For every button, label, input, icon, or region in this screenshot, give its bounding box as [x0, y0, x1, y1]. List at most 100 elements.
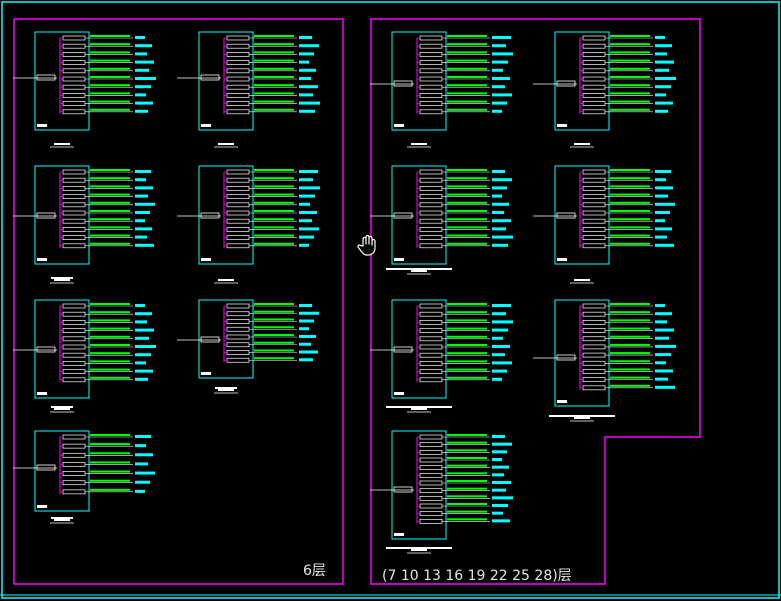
- circuit-spec-mark: [90, 59, 130, 62]
- panel-frame: [391, 165, 447, 265]
- panel-caption: [50, 406, 74, 413]
- main-breaker: [200, 212, 220, 219]
- panel-caption: [214, 387, 238, 394]
- circuit-spec-mark: [610, 319, 650, 322]
- load-description-mark: [655, 219, 665, 223]
- load-description-mark: [492, 211, 504, 214]
- circuit-spec-mark: [447, 495, 487, 498]
- circuit-spec-mark: [610, 384, 650, 387]
- load-description-mark: [135, 68, 149, 72]
- circuit-spec-mark: [90, 193, 130, 196]
- circuit-spec-mark: [610, 100, 650, 103]
- caption-text-mark: [411, 143, 427, 145]
- load-description-mark: [299, 109, 315, 113]
- load-description-mark: [299, 194, 315, 198]
- circuit-spec-mark: [254, 51, 294, 54]
- panel-tag-mark: [201, 372, 211, 375]
- panel-caption: [407, 143, 431, 148]
- load-description-mark: [135, 60, 154, 64]
- load-description-mark: [492, 243, 508, 247]
- load-description-mark: [299, 342, 311, 346]
- main-breaker: [393, 212, 413, 219]
- main-breaker: [200, 74, 220, 81]
- load-description-mark: [135, 227, 152, 231]
- load-description-mark: [492, 202, 509, 206]
- circuit-spec-mark: [447, 510, 487, 513]
- circuit-spec-mark: [610, 311, 650, 314]
- distribution-panel: [370, 31, 513, 131]
- circuit-spec-mark: [90, 84, 130, 87]
- caption-text-mark: [54, 519, 70, 521]
- load-description-mark: [655, 52, 667, 56]
- main-breaker: [36, 346, 56, 353]
- caption-title-mark: [51, 406, 73, 408]
- distribution-panel: [370, 299, 513, 399]
- panel-tag-mark: [557, 124, 567, 127]
- caption-text-mark: [54, 408, 70, 410]
- circuit-spec-mark: [447, 311, 487, 314]
- circuit-spec-mark: [90, 434, 130, 436]
- circuit-spec-mark: [447, 480, 487, 482]
- circuit-spec-mark: [447, 335, 487, 338]
- panel-frame: [554, 299, 610, 407]
- circuit-spec-mark: [447, 201, 487, 204]
- panel-caption: [386, 268, 452, 275]
- distribution-panel: [177, 299, 319, 379]
- circuit-spec-mark: [90, 43, 130, 46]
- caption-text-mark: [218, 279, 234, 281]
- circuit-spec-mark: [447, 242, 487, 245]
- caption-text-mark: [54, 143, 70, 145]
- load-description-mark: [135, 353, 151, 357]
- circuit-spec-mark: [254, 226, 294, 229]
- circuit-spec-mark: [447, 76, 487, 78]
- load-description-mark: [655, 109, 668, 113]
- sheet-border-left: [13, 18, 344, 585]
- circuit-spec-mark: [447, 226, 487, 229]
- circuit-spec-mark: [90, 51, 130, 54]
- load-description-mark: [655, 60, 674, 64]
- circuit-spec-mark: [610, 360, 650, 363]
- circuit-spec-mark: [90, 352, 130, 355]
- load-description-mark: [492, 450, 507, 454]
- circuit-spec-mark: [90, 368, 130, 371]
- circuit-spec-mark: [254, 169, 294, 171]
- caption-title-mark: [386, 406, 452, 408]
- distribution-panel: [533, 165, 675, 265]
- load-description-mark: [655, 202, 675, 206]
- pan-hand-icon: [356, 232, 382, 258]
- panel-caption: [570, 143, 594, 148]
- load-description-mark: [655, 211, 670, 214]
- panel-frame: [198, 165, 254, 265]
- circuit-spec-mark: [447, 352, 487, 355]
- panel-tag-mark: [557, 400, 567, 403]
- panel-caption: [50, 517, 74, 524]
- load-description-mark: [492, 465, 509, 469]
- caption-title-mark: [549, 415, 615, 417]
- circuit-spec-mark: [254, 310, 294, 313]
- load-description-mark: [299, 77, 311, 80]
- circuit-spec-mark: [447, 92, 487, 95]
- distribution-panel: [13, 31, 156, 131]
- distribution-panel: [533, 31, 676, 131]
- panel-frame: [391, 31, 447, 131]
- circuit-spec-mark: [447, 441, 487, 444]
- caption-title-mark: [386, 547, 452, 549]
- panel-frame: [391, 430, 447, 540]
- circuit-spec-mark: [447, 344, 487, 346]
- load-description-mark: [492, 85, 505, 89]
- circuit-spec-mark: [254, 35, 294, 37]
- load-description-mark: [135, 336, 149, 340]
- load-description-mark: [492, 235, 513, 239]
- caption-title-mark: [215, 387, 237, 389]
- circuit-spec-mark: [610, 234, 650, 237]
- load-description-mark: [492, 109, 502, 113]
- main-breaker: [36, 212, 56, 219]
- load-description-mark: [135, 312, 152, 316]
- circuit-spec-mark: [610, 67, 650, 70]
- load-description-mark: [299, 60, 309, 64]
- load-description-mark: [135, 202, 155, 206]
- circuit-spec-mark: [254, 108, 294, 111]
- circuit-spec-mark: [90, 35, 130, 37]
- circuit-spec-mark: [90, 108, 130, 111]
